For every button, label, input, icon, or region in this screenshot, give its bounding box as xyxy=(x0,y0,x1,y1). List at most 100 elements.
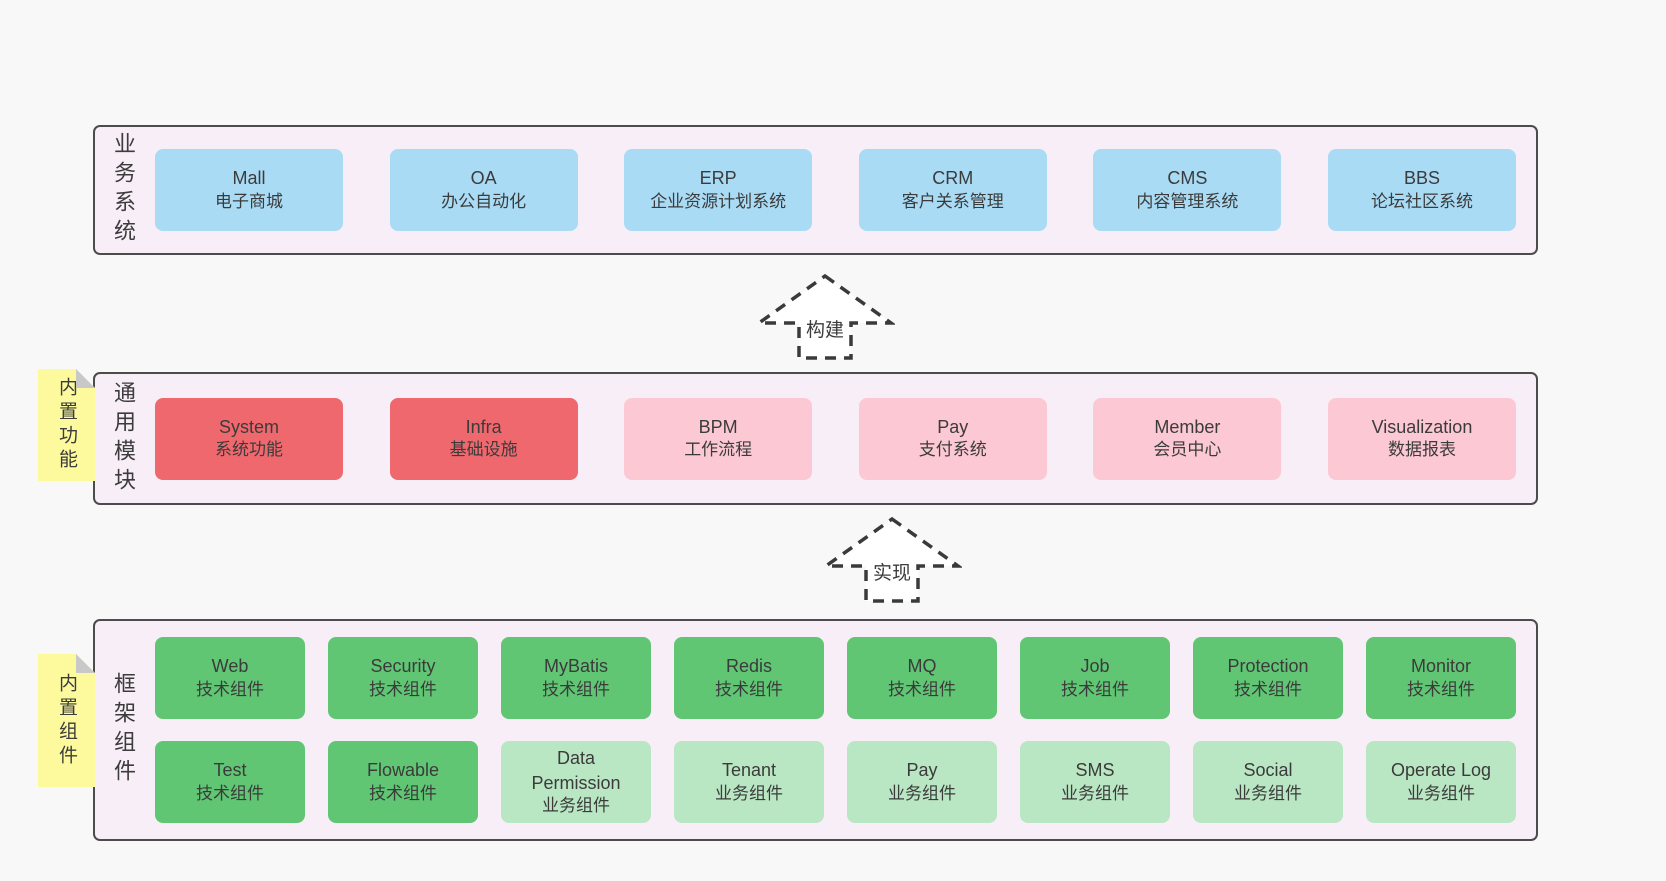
box-subtitle: 业务组件 xyxy=(1061,783,1129,803)
band-common-modules: 通用模块 System 系统功能 Infra 基础设施 BPM 工作流程 Pay 支付系统 Me… xyxy=(93,372,1538,505)
box-subtitle: 技术组件 xyxy=(542,679,610,699)
box-subtitle: 业务组件 xyxy=(1234,783,1302,803)
box-title: Test xyxy=(213,760,247,781)
box-subtitle: 技术组件 xyxy=(1234,679,1302,699)
box-subtitle: 系统功能 xyxy=(215,440,283,460)
box-row: System 系统功能 Infra 基础设施 BPM 工作流程 Pay 支付系统 Member 会… xyxy=(155,397,1516,480)
box-title: CMS xyxy=(1167,168,1208,189)
box-title: Operate Log xyxy=(1390,760,1492,781)
box-subtitle: 技术组件 xyxy=(1061,679,1129,699)
box-title: Monitor xyxy=(1410,656,1472,677)
box-subtitle: 数据报表 xyxy=(1387,440,1456,460)
arrow-build: 构建 xyxy=(755,273,895,361)
box-title: ERP xyxy=(699,168,737,189)
diagram-box-infra: Infra 基础设施 xyxy=(389,397,578,480)
box-title: BPM xyxy=(698,416,738,437)
box-title: Tenant xyxy=(721,760,777,781)
box-subtitle: 会员中心 xyxy=(1153,440,1222,460)
diagram-box-bpm: BPM 工作流程 xyxy=(624,397,813,480)
box-title: Social xyxy=(1243,760,1293,781)
box-subtitle: 技术组件 xyxy=(1407,679,1475,699)
box-subtitle: 技术组件 xyxy=(196,679,264,699)
dashed-up-arrow-icon xyxy=(755,273,895,360)
band-business-systems-label: 业务系统 xyxy=(111,132,136,248)
box-title: Web xyxy=(211,656,249,677)
box-subtitle: 办公自动化 xyxy=(441,191,527,211)
diagram-box-member: Member 会员中心 xyxy=(1093,397,1282,480)
box-title: Protection xyxy=(1227,656,1309,677)
box-subtitle: 技术组件 xyxy=(888,679,956,699)
sticky-note-built-in-features-label: 内置功能 xyxy=(56,377,77,473)
box-subtitle: 工作流程 xyxy=(684,440,753,460)
box-title: Pay xyxy=(937,416,969,437)
box-title: BBS xyxy=(1403,168,1440,189)
box-title: Visualization xyxy=(1371,416,1473,437)
box-title: System xyxy=(218,416,279,437)
box-subtitle: 业务组件 xyxy=(1407,783,1475,803)
box-title: Mall xyxy=(232,168,266,189)
box-subtitle: 企业资源计划系统 xyxy=(650,191,787,211)
arrow-build-label: 构建 xyxy=(803,320,846,341)
sticky-note-built-in-components-label: 内置组件 xyxy=(56,672,77,769)
sticky-note-built-in-features: 内置功能 xyxy=(38,369,95,481)
box-title: CRM xyxy=(932,168,974,189)
box-title: Redis xyxy=(725,656,773,677)
box-title: Data Permission xyxy=(531,748,621,793)
diagram-box-pay: Pay 支付系统 xyxy=(858,397,1047,480)
band-framework-components-label: 框架组件 xyxy=(111,672,136,788)
box-subtitle: 电子商城 xyxy=(215,191,283,211)
band-common-modules-label: 通用模块 xyxy=(111,380,136,497)
sticky-note-built-in-components: 内置组件 xyxy=(38,654,95,787)
arrow-implement: 实现 xyxy=(822,516,962,604)
box-title: MQ xyxy=(907,656,937,677)
box-title: MyBatis xyxy=(543,656,608,677)
arrow-implement-label: 实现 xyxy=(870,563,913,584)
box-subtitle: 论坛社区系统 xyxy=(1370,191,1473,211)
box-title: OA xyxy=(470,168,497,189)
box-title: Member xyxy=(1154,416,1221,437)
box-subtitle: 业务组件 xyxy=(542,795,610,815)
box-subtitle: 技术组件 xyxy=(369,679,437,699)
diagram-box-system: System 系统功能 xyxy=(155,397,343,480)
box-title: SMS xyxy=(1075,760,1115,781)
box-subtitle: 技术组件 xyxy=(369,783,437,803)
diagram-box-visualization: Visualization 数据报表 xyxy=(1327,397,1516,480)
box-subtitle: 业务组件 xyxy=(715,783,783,803)
box-title: Job xyxy=(1080,656,1110,677)
box-title: Flowable xyxy=(366,760,440,781)
box-subtitle: 支付系统 xyxy=(918,440,987,460)
box-subtitle: 技术组件 xyxy=(196,783,264,803)
box-subtitle: 客户关系管理 xyxy=(901,191,1004,211)
box-subtitle: 内容管理系统 xyxy=(1136,191,1239,211)
box-subtitle: 基础设施 xyxy=(449,440,518,460)
box-title: Pay xyxy=(906,760,938,781)
box-title: Infra xyxy=(465,416,502,437)
